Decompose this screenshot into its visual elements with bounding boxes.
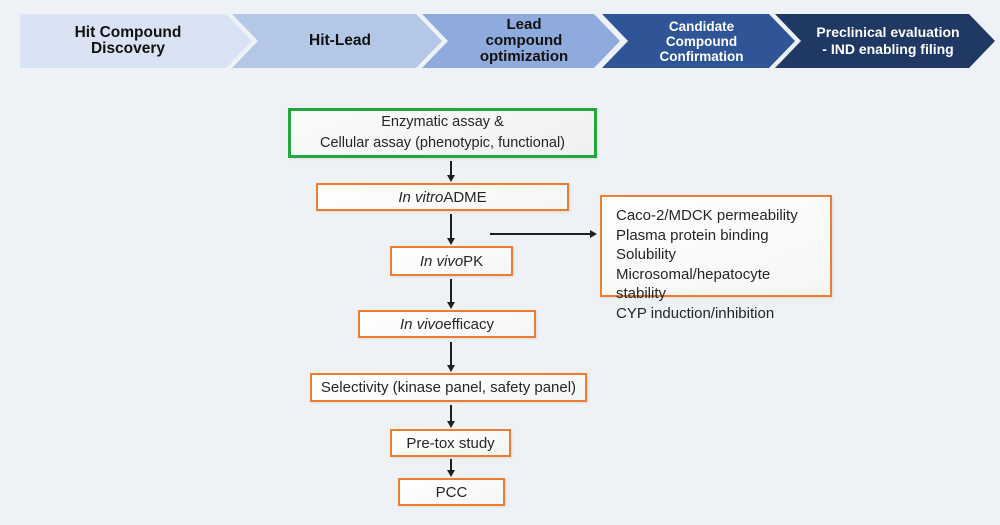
adme-detail-item: Microsomal/hepatocyte stability [616,265,771,303]
box-label-italic: In vivo [400,315,444,333]
stage-label-line: optimization [479,48,569,65]
box-in-vitro-adme: In vitro ADME [316,183,569,211]
stage-label-line: Hit-Lead [309,32,371,49]
stage-label-line: Lead [506,16,542,33]
arrow-down-efficacy-to-selectivity [447,342,455,372]
stage-lead-compound-optimization: Lead compound optimization [422,14,620,68]
stage-label-line: Preclinical evaluation [816,24,960,40]
stage-label-line: compound [485,32,563,49]
box-label-italic: In vivo [419,252,464,270]
box-label: PCC [435,483,468,501]
box-label: PK [463,252,484,270]
arrow-down-pk-to-efficacy [447,279,455,309]
box-adme-details: Caco-2/MDCK permeability Plasma protein … [600,195,832,322]
arrow-down-enzymatic-to-adme [447,161,455,182]
adme-detail-item: Caco-2/MDCK permeability [616,207,798,224]
box-label: Selectivity (kinase panel, safety panel) [320,379,577,396]
box-label: ADME [443,188,487,206]
box-label-line: Enzymatic assay & [381,114,504,130]
box-label-line: Cellular assay (phenotypic, functional) [319,135,565,151]
box-enzymatic-cellular-assay: Enzymatic assay & Cellular assay (phenot… [288,108,597,158]
stage-label-line: - IND enabling filing [822,41,954,57]
stage-candidate-compound-confirmation: Candidate Compound Confirmation [602,14,795,68]
arrow-down-adme-to-pk [447,214,455,245]
stage-label-line: Compound [665,33,738,49]
arrow-down-pretox-to-pcc [447,459,455,477]
box-label: Pre-tox study [406,434,495,452]
stage-preclinical-evaluation: Preclinical evaluation - IND enabling fi… [775,14,995,68]
box-pcc: PCC [398,478,505,506]
stage-hit-compound-discovery: Hit Compound Discovery [20,14,252,68]
stage-label-line: Candidate [668,18,735,34]
adme-detail-item: CYP induction/inhibition [616,304,775,322]
box-label: efficacy [443,315,494,333]
stage-label-line: Confirmation [659,48,744,64]
box-label-italic: In vitro [398,188,444,206]
box-selectivity: Selectivity (kinase panel, safety panel) [310,373,587,402]
box-pretox-study: Pre-tox study [390,429,511,457]
arrow-right-to-adme-details [490,230,597,238]
stage-hit-lead: Hit-Lead [232,14,442,68]
box-in-vivo-efficacy: In vivo efficacy [358,310,536,338]
adme-detail-item: Solubility [616,246,677,263]
box-in-vivo-pk: In vivo PK [390,246,513,276]
arrow-down-selectivity-to-pretox [447,405,455,428]
adme-detail-item: Plasma protein binding [616,226,769,244]
stage-label-line: Hit Compound [74,24,182,41]
stage-label-line: Discovery [90,40,166,57]
